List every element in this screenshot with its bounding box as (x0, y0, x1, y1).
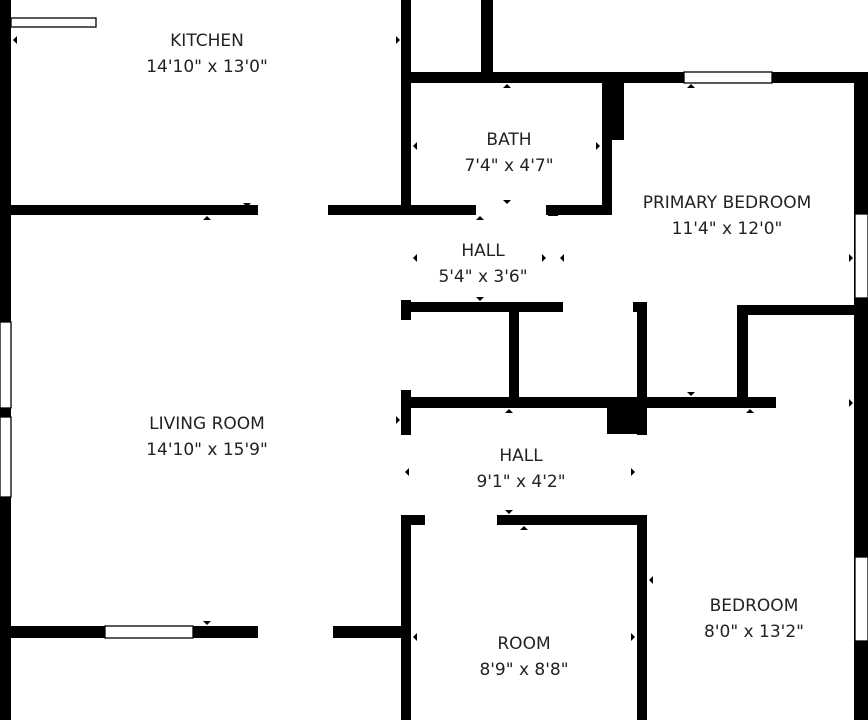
dimension-marker (542, 254, 546, 262)
dimension-marker (849, 254, 853, 262)
dimension-marker (503, 84, 511, 88)
living-room-dims: 14'10" x 15'9" (146, 440, 268, 460)
door-opening (258, 625, 333, 639)
door-opening (476, 204, 546, 216)
windows (0, 17, 868, 642)
dimension-marker (413, 254, 417, 262)
wall (0, 626, 410, 638)
dimension-marker (503, 200, 511, 204)
dimension-marker (13, 36, 17, 44)
door-opening (547, 216, 559, 302)
dimension-marker (203, 216, 211, 220)
dimension-marker (505, 409, 513, 413)
living-room-name: LIVING ROOM (149, 414, 265, 434)
dimension-marker (687, 84, 695, 88)
bath-name: BATH (486, 130, 531, 150)
door-openings (258, 204, 648, 639)
dimension-marker (746, 409, 754, 413)
room-dims: 8'9" x 8'8" (479, 660, 568, 680)
kitchen-name: KITCHEN (170, 31, 244, 51)
hall-upper-name: HALL (461, 241, 505, 261)
dimension-marker (849, 399, 853, 407)
dimension-marker (396, 36, 400, 44)
dimension-marker (520, 526, 528, 530)
dimension-marker (631, 468, 635, 476)
bedroom-dims: 8'0" x 13'2" (704, 622, 804, 642)
dimension-marker (476, 297, 484, 301)
dimension-markers (13, 36, 853, 641)
wall (509, 302, 519, 407)
dimension-marker (476, 216, 484, 220)
hall-lower-dims: 9'1" x 4'2" (476, 472, 565, 492)
dimension-marker (687, 392, 695, 396)
bath-dims: 7'4" x 4'7" (464, 156, 553, 176)
door-opening (258, 204, 328, 216)
room-name: ROOM (497, 634, 550, 654)
window (0, 416, 12, 498)
primary-bedroom-name: PRIMARY BEDROOM (643, 193, 812, 213)
dimension-marker (396, 416, 400, 424)
window (104, 625, 194, 639)
dimension-marker (413, 633, 417, 641)
wall (607, 397, 641, 434)
door-opening (400, 435, 412, 515)
dimension-marker (560, 254, 564, 262)
primary-bedroom-dims: 11'4" x 12'0" (672, 219, 783, 239)
wall (737, 305, 868, 315)
kitchen-dims: 14'10" x 13'0" (146, 57, 268, 77)
wall (401, 72, 868, 83)
window (683, 71, 773, 84)
dimension-marker (243, 203, 251, 207)
wall (481, 0, 493, 78)
window (0, 321, 12, 409)
hall-lower-name: HALL (499, 446, 543, 466)
door-opening (636, 435, 648, 515)
wall (401, 302, 647, 312)
wall (401, 397, 776, 408)
door-opening (400, 215, 412, 300)
dimension-marker (413, 142, 417, 150)
door-opening (400, 320, 412, 390)
hall-upper-dims: 5'4" x 3'6" (438, 267, 527, 287)
door-opening (425, 514, 497, 526)
dimension-marker (631, 633, 635, 641)
wall (401, 515, 647, 525)
dimension-marker (649, 576, 653, 584)
wall (0, 205, 410, 215)
wall (737, 305, 748, 405)
window (854, 556, 868, 642)
dimension-marker (505, 510, 513, 514)
wall (602, 72, 612, 214)
window (854, 213, 868, 299)
room-labels: KITCHEN 14'10" x 13'0" BATH 7'4" x 4'7" … (146, 31, 811, 680)
bedroom-name: BEDROOM (710, 596, 799, 616)
window (10, 17, 97, 28)
dimension-marker (405, 468, 409, 476)
door-opening (563, 301, 633, 313)
dimension-marker (203, 621, 211, 625)
dimension-marker (596, 142, 600, 150)
